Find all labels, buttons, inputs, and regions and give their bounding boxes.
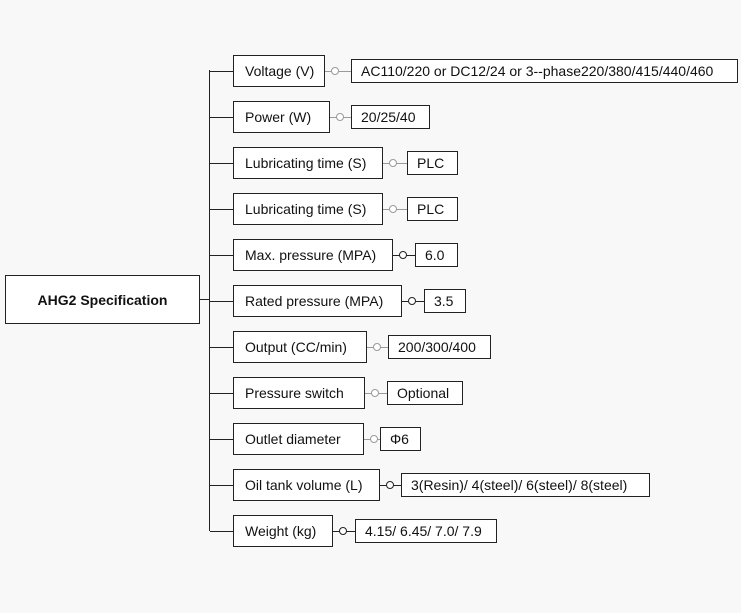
branch-line	[210, 393, 233, 394]
spec-label: Power (W)	[245, 109, 312, 125]
spec-label: Voltage (V)	[245, 63, 315, 79]
connector-knob	[371, 389, 379, 397]
spec-value-box: 20/25/40	[351, 105, 430, 129]
spec-label-box: Max. pressure (MPA)	[233, 239, 393, 271]
branch-line	[210, 163, 233, 164]
connector-knob	[399, 251, 407, 259]
spec-value-box: 6.0	[415, 243, 458, 267]
branch-line	[210, 209, 233, 210]
branch-line	[210, 531, 233, 532]
spec-value-box: AC110/220 or DC12/24 or 3--phase220/380/…	[351, 59, 738, 83]
spec-value: 20/25/40	[361, 109, 416, 125]
connector-knob	[339, 527, 347, 535]
spec-value: 200/300/400	[398, 339, 476, 355]
spec-label-box: Power (W)	[233, 101, 330, 133]
spec-value: 6.0	[425, 247, 445, 263]
spec-label: Lubricating time (S)	[245, 201, 367, 217]
spec-value-box: 3(Resin)/ 4(steel)/ 6(steel)/ 8(steel)	[401, 473, 650, 497]
connector-knob	[389, 205, 397, 213]
connector-knob	[389, 159, 397, 167]
spec-value: PLC	[417, 201, 445, 217]
root-node: AHG2 Specification	[5, 275, 200, 324]
branch-line	[210, 255, 233, 256]
spec-value-box: Φ6	[380, 427, 421, 451]
spec-value: Φ6	[390, 431, 409, 447]
root-connector	[200, 299, 210, 300]
branch-line	[210, 485, 233, 486]
spec-label: Pressure switch	[245, 385, 344, 401]
spec-value: AC110/220 or DC12/24 or 3--phase220/380/…	[361, 63, 714, 79]
connector-knob	[408, 297, 416, 305]
connector-knob	[373, 343, 381, 351]
spec-value: 4.15/ 6.45/ 7.0/ 7.9	[365, 523, 482, 539]
connector-knob	[336, 113, 344, 121]
spec-value-box: 200/300/400	[388, 335, 491, 359]
spec-value: PLC	[417, 155, 445, 171]
spec-value: 3.5	[434, 293, 454, 309]
spec-label-box: Voltage (V)	[233, 55, 325, 87]
spec-label: Rated pressure (MPA)	[245, 293, 384, 309]
spec-value-box: 3.5	[424, 289, 466, 313]
spec-value-box: Optional	[387, 381, 463, 405]
spec-label: Max. pressure (MPA)	[245, 247, 377, 263]
branch-line	[210, 117, 233, 118]
branch-line	[210, 439, 233, 440]
spec-label: Output (CC/min)	[245, 339, 347, 355]
spec-label: Outlet diameter	[245, 431, 341, 447]
spec-value-box: PLC	[407, 197, 458, 221]
spec-label-box: Oil tank volume (L)	[233, 469, 380, 501]
connector-knob	[370, 435, 378, 443]
spec-label-box: Output (CC/min)	[233, 331, 367, 363]
branch-line	[210, 301, 233, 302]
spec-label-box: Lubricating time (S)	[233, 193, 383, 225]
branch-line	[210, 71, 233, 72]
spec-label-box: Rated pressure (MPA)	[233, 285, 402, 317]
connector-knob	[386, 481, 394, 489]
spec-value: 3(Resin)/ 4(steel)/ 6(steel)/ 8(steel)	[411, 477, 628, 493]
connector-knob	[331, 67, 339, 75]
spec-label-box: Weight (kg)	[233, 515, 333, 547]
trunk-line	[209, 70, 210, 531]
spec-value: Optional	[397, 385, 450, 401]
spec-label-box: Pressure switch	[233, 377, 365, 409]
spec-label: Weight (kg)	[245, 523, 317, 539]
root-label: AHG2 Specification	[37, 291, 168, 308]
spec-value-box: 4.15/ 6.45/ 7.0/ 7.9	[355, 519, 497, 543]
spec-label-box: Lubricating time (S)	[233, 147, 383, 179]
spec-label: Lubricating time (S)	[245, 155, 367, 171]
branch-line	[210, 347, 233, 348]
spec-label: Oil tank volume (L)	[245, 477, 363, 493]
spec-label-box: Outlet diameter	[233, 423, 364, 455]
spec-value-box: PLC	[407, 151, 458, 175]
